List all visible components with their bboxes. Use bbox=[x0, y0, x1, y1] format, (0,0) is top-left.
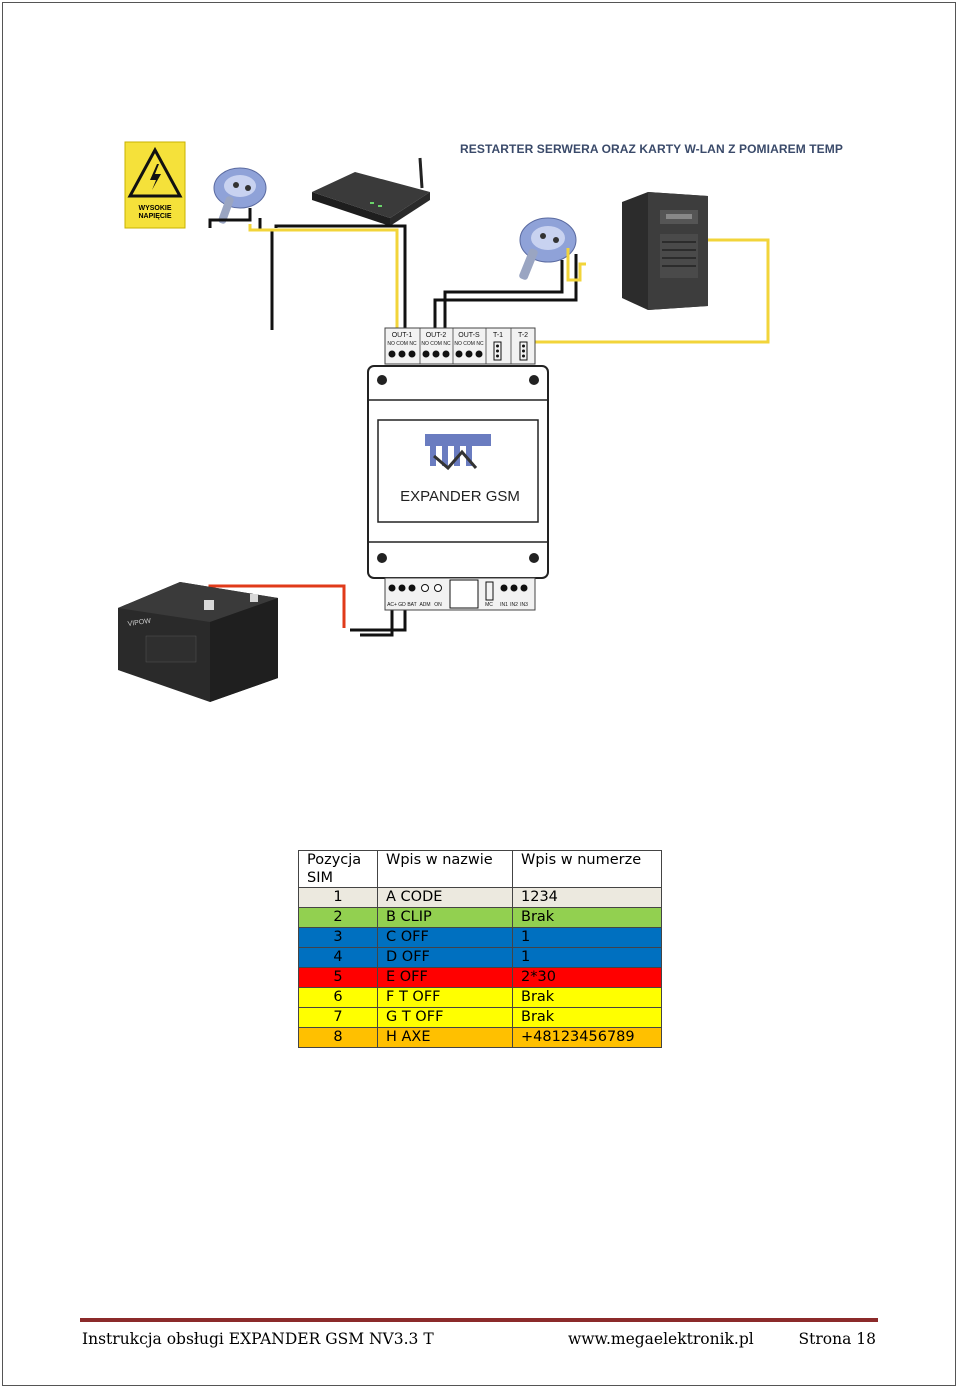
cell-sim-position: 5 bbox=[298, 967, 378, 988]
table-header-row: Pozycja SIM Wpis w nazwie Wpis w numerze bbox=[298, 850, 662, 888]
cell-number-entry: 1 bbox=[512, 927, 662, 948]
cell-number-entry: 1 bbox=[512, 947, 662, 968]
cell-sim-position: 2 bbox=[298, 907, 378, 928]
svg-text:IN2: IN2 bbox=[510, 602, 518, 608]
svg-text:OUT-S: OUT-S bbox=[458, 332, 480, 339]
expander-label: EXPANDER GSM bbox=[400, 488, 520, 505]
expander-gsm-module bbox=[367, 365, 549, 579]
header-sim-position: Pozycja SIM bbox=[298, 850, 378, 888]
battery-icon: VIPOW bbox=[118, 582, 278, 702]
svg-text:OUT-1: OUT-1 bbox=[392, 332, 413, 339]
high-voltage-warning-icon bbox=[124, 141, 186, 229]
svg-text:IN3: IN3 bbox=[520, 602, 528, 608]
socket-plug-icon bbox=[213, 167, 267, 224]
svg-text:AC+: AC+ bbox=[387, 602, 397, 608]
cell-number-entry: +48123456789 bbox=[512, 1027, 662, 1048]
svg-text:IN1: IN1 bbox=[500, 602, 508, 608]
expander-logo-icon bbox=[425, 434, 491, 471]
warning-caption: WYSOKIE NAPIĘCIE bbox=[138, 205, 172, 220]
svg-text:ON: ON bbox=[434, 602, 442, 608]
cell-name-entry: H AXE bbox=[377, 1027, 513, 1048]
svg-text:VIPOW: VIPOW bbox=[127, 618, 151, 628]
wiring-diagram-svg: OUT-1 OUT-2 OUT-S T-1 T-2 NO COM NC NO C… bbox=[118, 141, 770, 702]
svg-text:T-2: T-2 bbox=[518, 332, 528, 339]
footer-website: www.megaelektronik.pl bbox=[568, 1330, 754, 1348]
svg-text:ADM: ADM bbox=[419, 602, 430, 608]
cell-number-entry: 2*30 bbox=[512, 967, 662, 988]
cell-sim-position: 1 bbox=[298, 887, 378, 908]
cell-number-entry: 1234 bbox=[512, 887, 662, 908]
cell-name-entry: D OFF bbox=[377, 947, 513, 968]
cell-name-entry: E OFF bbox=[377, 967, 513, 988]
sim-entries-table: Pozycja SIM Wpis w nazwie Wpis w numerze… bbox=[298, 850, 662, 1048]
footer-page-number: Strona 18 bbox=[798, 1330, 876, 1348]
svg-text:NO COM NC: NO COM NC bbox=[454, 341, 484, 347]
header-name-entry: Wpis w nazwie bbox=[377, 850, 513, 888]
cell-name-entry: B CLIP bbox=[377, 907, 513, 928]
server-tower-icon bbox=[622, 192, 708, 310]
svg-text:GD: GD bbox=[398, 602, 406, 608]
cell-number-entry: Brak bbox=[512, 1007, 662, 1028]
page-footer: Instrukcja obsługi EXPANDER GSM NV3.3 T … bbox=[82, 1330, 876, 1352]
cell-sim-position: 6 bbox=[298, 987, 378, 1008]
svg-text:NO COM NC: NO COM NC bbox=[387, 341, 417, 347]
svg-text:BAT: BAT bbox=[407, 602, 416, 608]
diagram-title: RESTARTER SERWERA ORAZ KARTY W-LAN Z POM… bbox=[460, 142, 843, 156]
cell-sim-position: 7 bbox=[298, 1007, 378, 1028]
header-number-entry: Wpis w numerze bbox=[512, 850, 662, 888]
footer-rule bbox=[80, 1318, 878, 1322]
cell-name-entry: A CODE bbox=[377, 887, 513, 908]
svg-text:NO COM NC: NO COM NC bbox=[421, 341, 451, 347]
cell-name-entry: F T OFF bbox=[377, 987, 513, 1008]
yellow-wires bbox=[248, 224, 770, 344]
terminal-block-bottom: AC+ GD BAT ADM ON MC IN1 IN2 IN3 bbox=[384, 577, 536, 611]
svg-text:OUT-2: OUT-2 bbox=[426, 332, 447, 339]
cell-name-entry: G T OFF bbox=[377, 1007, 513, 1028]
cell-sim-position: 4 bbox=[298, 947, 378, 968]
cell-number-entry: Brak bbox=[512, 907, 662, 928]
wiring-diagram: OUT-1 OUT-2 OUT-S T-1 T-2 NO COM NC NO C… bbox=[100, 130, 880, 710]
wlan-router-icon bbox=[312, 157, 430, 226]
cell-number-entry: Brak bbox=[512, 987, 662, 1008]
svg-text:MC: MC bbox=[485, 602, 493, 608]
svg-text:T-1: T-1 bbox=[493, 332, 503, 339]
cell-name-entry: C OFF bbox=[377, 927, 513, 948]
terminal-block-top: OUT-1 OUT-2 OUT-S T-1 T-2 NO COM NC NO C… bbox=[384, 327, 536, 365]
footer-doc-title: Instrukcja obsługi EXPANDER GSM NV3.3 T bbox=[82, 1330, 434, 1348]
cell-sim-position: 3 bbox=[298, 927, 378, 948]
socket-plug-icon-2 bbox=[519, 217, 577, 280]
cell-sim-position: 8 bbox=[298, 1027, 378, 1048]
